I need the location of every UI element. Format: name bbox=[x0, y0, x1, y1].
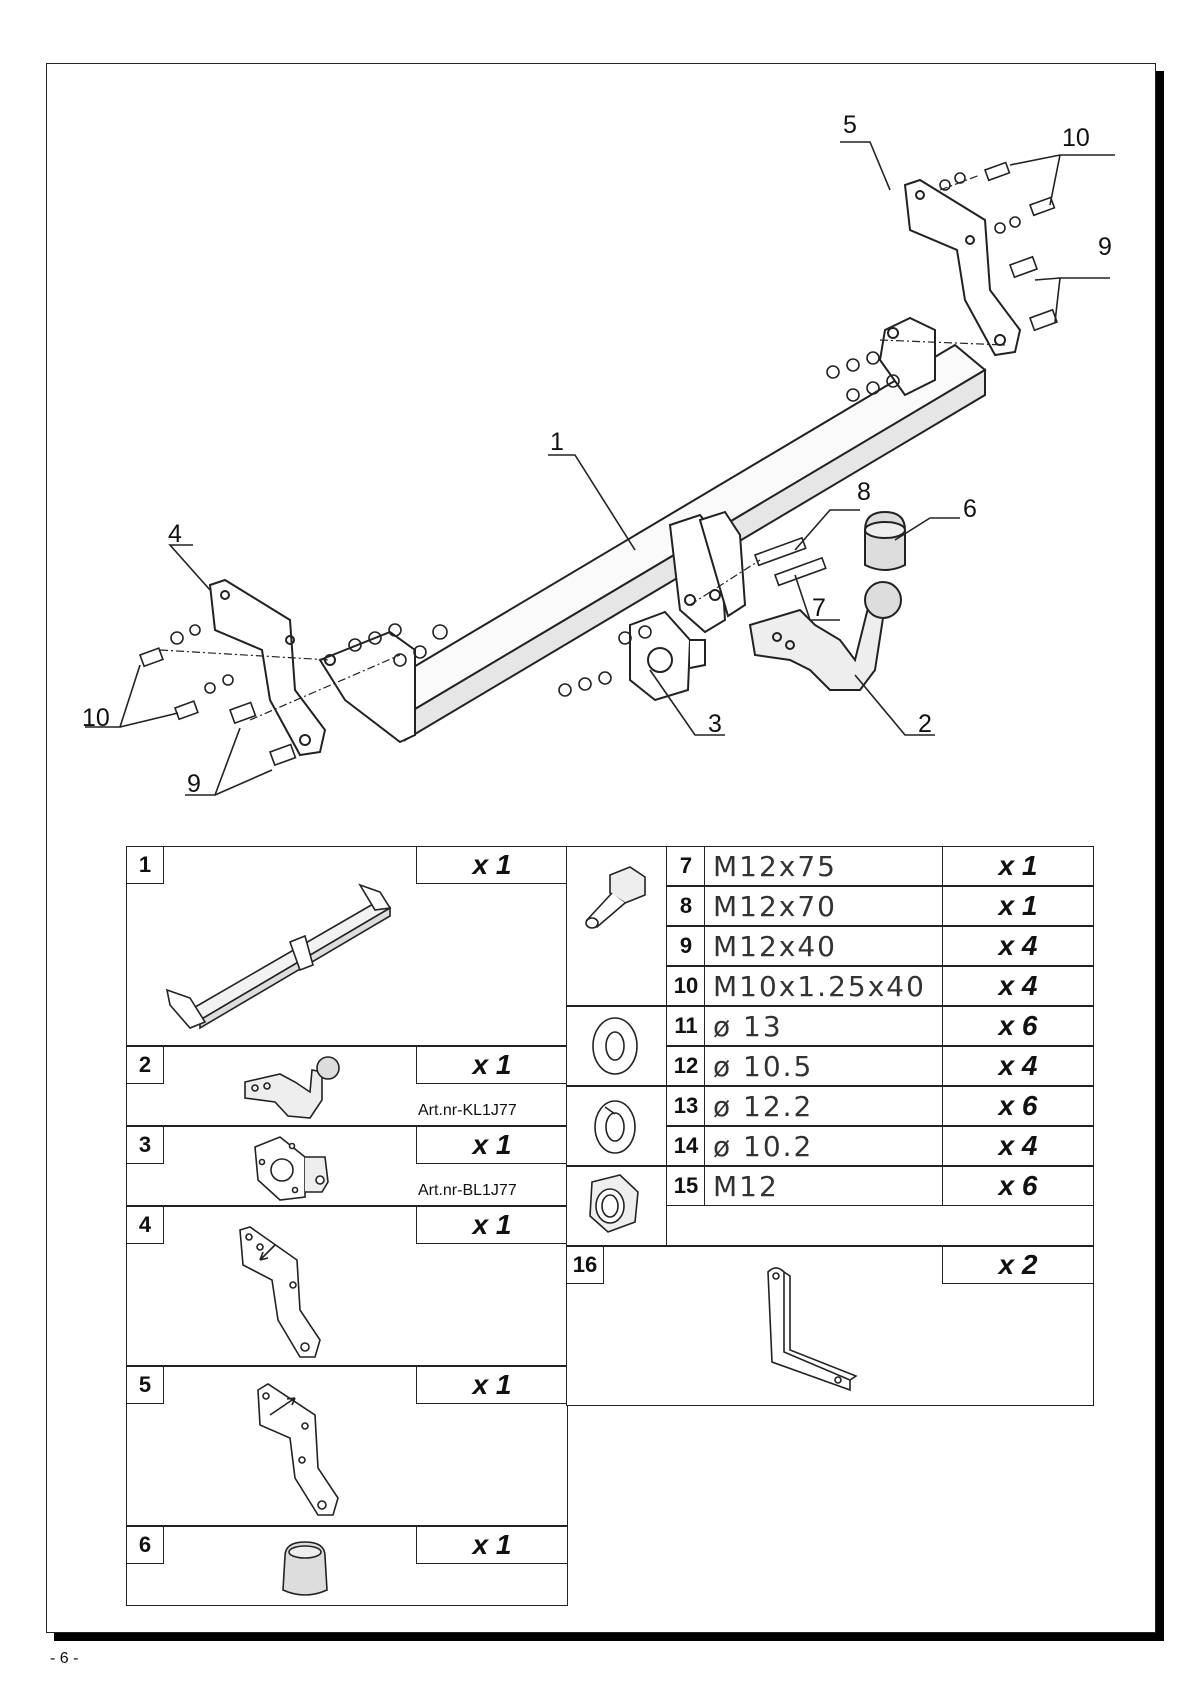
part-quantity: x 1 bbox=[416, 846, 568, 884]
fastener-number: 11 bbox=[666, 1006, 706, 1046]
fastener-quantity: x 4 bbox=[942, 966, 1094, 1006]
ball-neck-part-2 bbox=[748, 581, 902, 691]
spring-washer-icon bbox=[594, 1100, 636, 1154]
callout-6: 6 bbox=[963, 495, 977, 523]
fastener-quantity: x 4 bbox=[942, 1046, 1094, 1086]
callout-5: 5 bbox=[843, 111, 857, 139]
fastener-number: 13 bbox=[666, 1086, 706, 1126]
callout-2: 2 bbox=[918, 710, 932, 738]
part-number: 5 bbox=[126, 1366, 164, 1404]
fastener-number: 14 bbox=[666, 1126, 706, 1166]
right-bracket-icon bbox=[257, 1383, 339, 1516]
cross-bar-icon bbox=[165, 883, 392, 1030]
fastener-quantity: x 4 bbox=[942, 926, 1094, 966]
part-quantity: x 1 bbox=[416, 1126, 568, 1164]
side-bracket-part-4 bbox=[208, 578, 327, 757]
part-number: 4 bbox=[126, 1206, 164, 1244]
side-bracket-part-5 bbox=[903, 178, 1022, 357]
callout-10-left: 10 bbox=[82, 704, 110, 732]
part-quantity: x 1 bbox=[416, 1046, 568, 1084]
fastener-spec: M12x75 bbox=[704, 846, 944, 886]
nut-icon bbox=[589, 1174, 639, 1233]
callout-10-right: 10 bbox=[1062, 124, 1090, 152]
callout-9-left: 9 bbox=[187, 770, 201, 798]
fastener-quantity: x 4 bbox=[942, 1126, 1094, 1166]
fastener-spec: M10x1.25x40 bbox=[704, 966, 944, 1006]
part-quantity: x 1 bbox=[416, 1206, 568, 1244]
page-number: - 6 - bbox=[50, 1650, 79, 1667]
socket-plate-part-3 bbox=[629, 610, 706, 702]
fastener-number: 9 bbox=[666, 926, 706, 966]
fastener-number: 15 bbox=[666, 1166, 706, 1206]
callout-7: 7 bbox=[812, 594, 826, 622]
article-number: Art.nr-KL1J77 bbox=[418, 1102, 517, 1119]
part-number: 1 bbox=[126, 846, 164, 884]
article-number: Art.nr-BL1J77 bbox=[418, 1182, 517, 1199]
part-number: 2 bbox=[126, 1046, 164, 1084]
fastener-quantity: x 1 bbox=[942, 846, 1094, 886]
fastener-spec: ø 10.2 bbox=[704, 1126, 944, 1166]
washer-icon bbox=[592, 1017, 638, 1075]
left-bracket-icon bbox=[239, 1226, 321, 1358]
callout-4: 4 bbox=[168, 520, 182, 548]
fastener-spec: ø 10.5 bbox=[704, 1046, 944, 1086]
fastener-quantity: x 6 bbox=[942, 1006, 1094, 1046]
fastener-quantity: x 6 bbox=[942, 1166, 1094, 1206]
fastener-number: 7 bbox=[666, 846, 706, 886]
part-quantity: x 1 bbox=[416, 1526, 568, 1564]
ball-cap-icon bbox=[282, 1541, 328, 1596]
ball-cap-part-6 bbox=[864, 510, 906, 571]
fastener-spec: M12 bbox=[704, 1166, 944, 1206]
callout-9-right: 9 bbox=[1098, 233, 1112, 261]
fasteners bbox=[138, 161, 1059, 767]
cross-bar-part-1 bbox=[318, 316, 987, 744]
fastener-quantity: x 6 bbox=[942, 1086, 1094, 1126]
part-quantity: x 1 bbox=[416, 1366, 568, 1404]
part-quantity: x 2 bbox=[942, 1246, 1094, 1284]
bolt-icon bbox=[585, 866, 646, 929]
ball-neck-icon bbox=[244, 1056, 340, 1119]
callout-8: 8 bbox=[857, 478, 871, 506]
socket-plate-icon bbox=[254, 1136, 329, 1201]
part-number: 16 bbox=[566, 1246, 604, 1284]
callout-3: 3 bbox=[708, 710, 722, 738]
fastener-spec: ø 12.2 bbox=[704, 1086, 944, 1126]
fastener-quantity: x 1 bbox=[942, 886, 1094, 926]
fastener-number: 10 bbox=[666, 966, 706, 1006]
callout-1: 1 bbox=[550, 428, 564, 456]
fastener-number: 12 bbox=[666, 1046, 706, 1086]
table-filler bbox=[666, 1206, 1094, 1246]
fastener-number: 8 bbox=[666, 886, 706, 926]
part-number: 6 bbox=[126, 1526, 164, 1564]
part-number: 3 bbox=[126, 1126, 164, 1164]
fastener-spec: ø 13 bbox=[704, 1006, 944, 1046]
fastener-spec: M12x40 bbox=[704, 926, 944, 966]
fastener-spec: M12x70 bbox=[704, 886, 944, 926]
support-bracket-icon bbox=[767, 1267, 858, 1392]
